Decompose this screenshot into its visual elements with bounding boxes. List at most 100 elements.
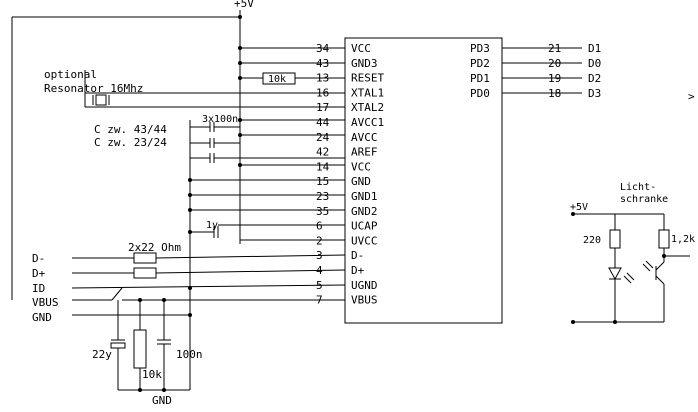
resonator-crystal — [95, 94, 107, 106]
junction — [138, 298, 142, 302]
pin-number: 42 — [316, 146, 329, 159]
junction — [162, 298, 166, 302]
junction — [238, 76, 242, 80]
junction — [188, 230, 192, 234]
pin-name: GND — [351, 175, 371, 188]
reset-resistor-label: 10k — [268, 74, 286, 85]
net-label: D1 — [588, 42, 601, 55]
led-ray — [623, 275, 632, 284]
phototrans-emitter — [655, 275, 665, 285]
pin-name: VBUS — [351, 294, 378, 307]
pin-number: 15 — [316, 175, 329, 188]
cap-note-1: C zw. 43/44 — [94, 123, 167, 136]
sensor-output-node — [662, 254, 666, 258]
pin-number: 24 — [316, 131, 330, 144]
r12k-label: 1,2k — [671, 234, 695, 245]
pin-number: 35 — [316, 205, 329, 218]
pin-number: 2 — [316, 234, 323, 247]
r220-label: 220 — [583, 235, 601, 246]
pin-name: PD0 — [470, 87, 490, 100]
top-supply-label: +5V — [234, 0, 254, 10]
pin-number: 14 — [316, 160, 330, 173]
r12k — [658, 229, 670, 249]
junction — [238, 133, 242, 137]
usb-resistor-label: 2x22 Ohm — [128, 241, 181, 254]
junction — [188, 208, 192, 212]
junction — [188, 178, 192, 182]
junction — [238, 46, 242, 50]
ucap-label: 1y — [206, 220, 218, 231]
cap100n-label: 100n — [176, 348, 203, 361]
resonator-label: Resonator 16Mhz — [44, 82, 143, 95]
pin-name: XTAL1 — [351, 86, 384, 99]
pin-name: UGND — [351, 279, 378, 292]
right-arrow-glyph: > — [688, 90, 695, 103]
cap22-plate-b — [110, 342, 126, 349]
res10k-label: 10k — [142, 368, 162, 381]
pin-number: 23 — [316, 190, 329, 203]
phototrans-ray — [645, 260, 654, 269]
pin-number: 6 — [316, 220, 323, 233]
pin-name: PD3 — [470, 42, 490, 55]
usb-line-label: VBUS — [32, 296, 59, 309]
pin-number: 44 — [316, 116, 330, 129]
usb-resistor-2 — [133, 267, 157, 279]
bottom-gnd-label: GND — [152, 394, 172, 407]
usb-dminus-wire-b — [155, 254, 346, 259]
pin-number: 17 — [316, 101, 329, 114]
usb-line-label: ID — [32, 282, 45, 295]
pin-name: AVCC1 — [351, 116, 384, 129]
usb-dplus-wire-b — [155, 269, 346, 274]
junction — [613, 320, 617, 324]
junction — [238, 118, 242, 122]
junction — [188, 286, 192, 290]
pin-name: VCC — [351, 42, 371, 55]
sensor-gnd-node — [571, 320, 575, 324]
junction — [238, 15, 242, 19]
junction — [162, 388, 166, 392]
pin-name: PD1 — [470, 72, 490, 85]
pin-name: GND3 — [351, 57, 378, 70]
junction — [238, 163, 242, 167]
cap-note-2: C zw. 23/24 — [94, 136, 167, 149]
net-label: D2 — [588, 72, 601, 85]
sensor-title-1: Licht- — [620, 182, 656, 193]
optional-label: optional — [44, 68, 97, 81]
pin-name: PD2 — [470, 57, 490, 70]
junction — [188, 313, 192, 317]
sensor-supply-node — [571, 212, 575, 216]
led-icon — [608, 267, 622, 281]
cap22-label: 22y — [92, 348, 112, 361]
usb-line-label: GND — [32, 311, 52, 324]
pin-name: VCC — [351, 160, 371, 173]
pin-name: GND1 — [351, 190, 378, 203]
usb-resistor-1 — [133, 252, 157, 264]
pin-name: AREF — [351, 146, 378, 159]
sensor-title-2: schranke — [620, 194, 668, 205]
pin-name: UVCC — [351, 234, 378, 247]
pin-name: RESET — [351, 72, 384, 85]
phototrans-ray — [642, 263, 651, 272]
mcu-chip — [344, 37, 503, 324]
pin-name: D+ — [351, 264, 365, 277]
led-ray — [626, 272, 635, 281]
junction — [238, 61, 242, 65]
junction — [188, 193, 192, 197]
r220 — [609, 229, 621, 249]
sensor-supply-label: +5V — [570, 202, 588, 213]
res10k — [133, 329, 147, 369]
pin-name: XTAL2 — [351, 101, 384, 114]
ugnd-wire — [71, 284, 346, 289]
usb-line-label: D+ — [32, 267, 46, 280]
net-label: D3 — [588, 87, 601, 100]
phototrans-collector — [655, 261, 665, 271]
junction — [138, 388, 142, 392]
net-label: D0 — [588, 57, 601, 70]
pin-name: UCAP — [351, 220, 378, 233]
pin-name: GND2 — [351, 205, 378, 218]
caps-label: 3x100n — [202, 114, 238, 125]
